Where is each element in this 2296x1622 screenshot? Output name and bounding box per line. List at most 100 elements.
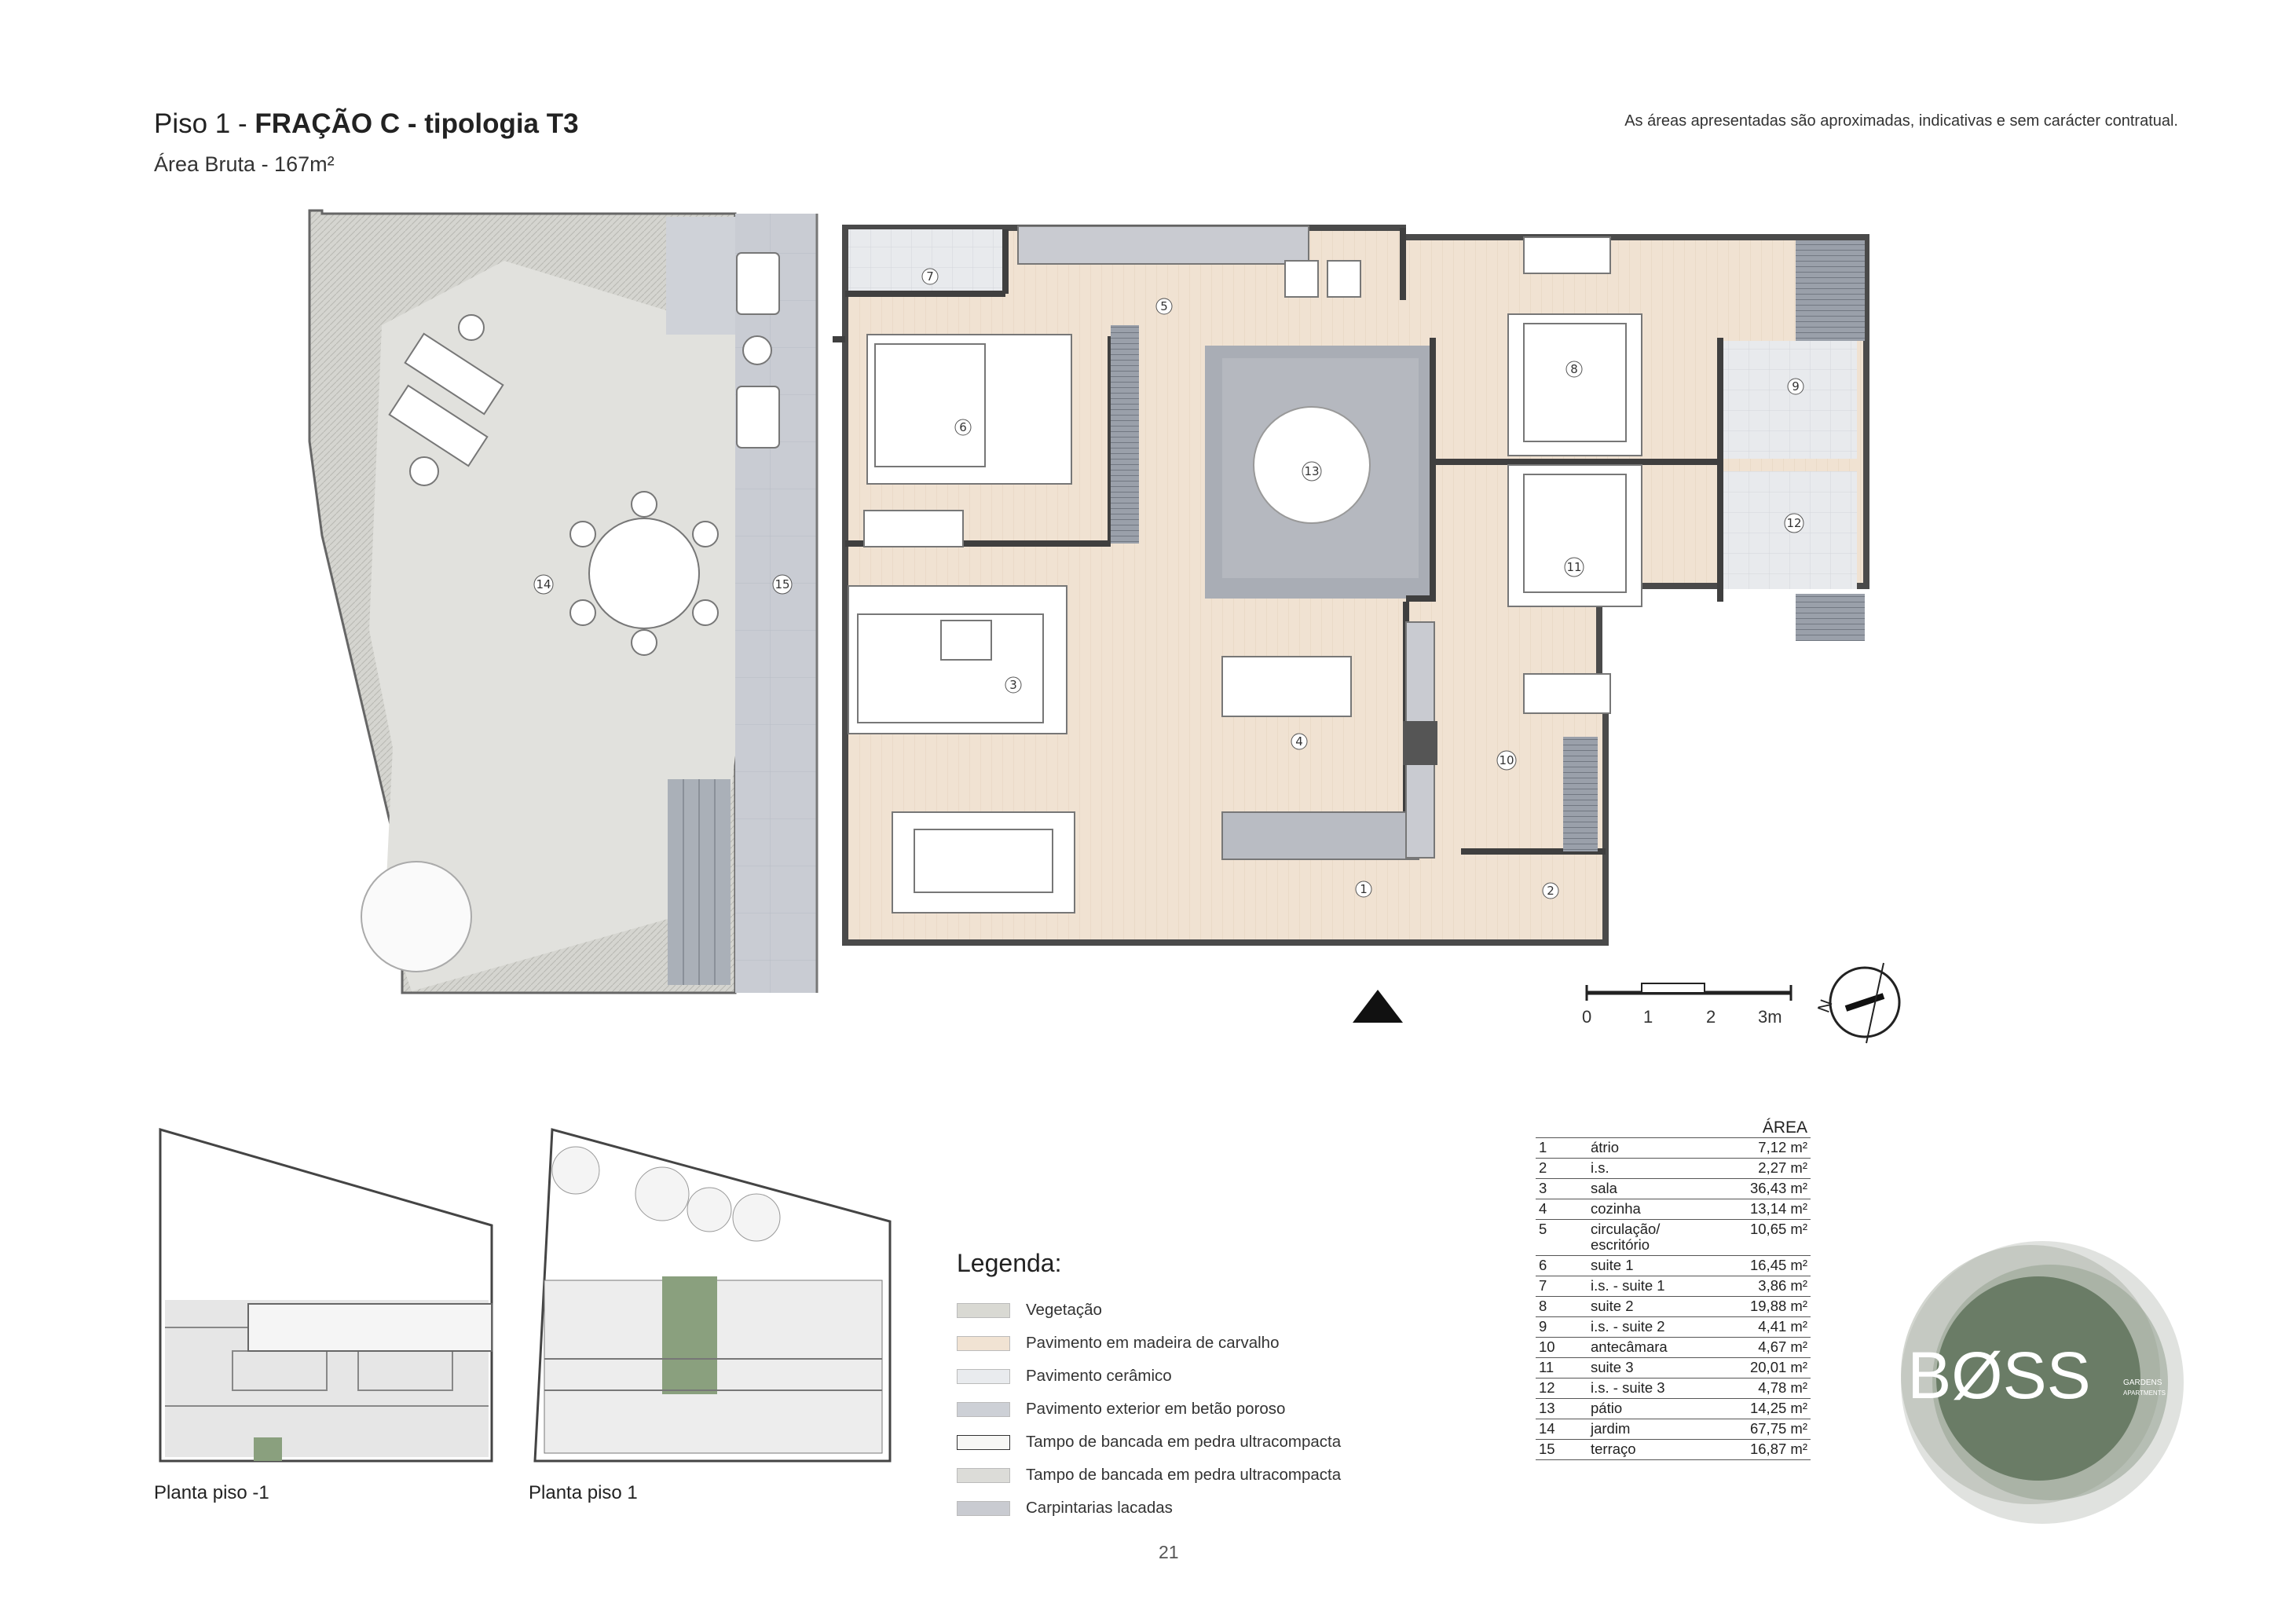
legend-label: Pavimento exterior em betão poroso bbox=[1026, 1400, 1286, 1418]
unit-highlight bbox=[662, 1276, 717, 1394]
room-number-4: 4 bbox=[1291, 733, 1308, 750]
legend-label: Pavimento em madeira de carvalho bbox=[1026, 1334, 1280, 1352]
svg-text:8: 8 bbox=[1570, 362, 1578, 376]
legend-item: Tampo de bancada em pedra ultracompacta bbox=[957, 1433, 1341, 1451]
scale-label-3m: 3m bbox=[1758, 1007, 1782, 1027]
svg-text:5: 5 bbox=[1160, 299, 1168, 313]
legend-item: Carpintarias lacadas bbox=[957, 1499, 1173, 1517]
room-number-13: 13 bbox=[1302, 461, 1322, 481]
legend-label: Tampo de bancada em pedra ultracompacta bbox=[1026, 1466, 1342, 1484]
round-dining-table-icon bbox=[588, 518, 700, 629]
scale-label-0: 0 bbox=[1582, 1007, 1591, 1027]
legend-swatch bbox=[957, 1335, 1010, 1351]
room-number-15: 15 bbox=[772, 574, 793, 595]
legend-swatch bbox=[957, 1434, 1010, 1450]
legend-swatch bbox=[957, 1302, 1010, 1318]
north-arrow-icon: N bbox=[1814, 962, 1901, 1044]
logo-tagline-2: APARTMENTS bbox=[2123, 1390, 2166, 1397]
bed-icon bbox=[874, 343, 986, 467]
legend-swatch bbox=[957, 1368, 1010, 1384]
scale-label-2: 2 bbox=[1706, 1007, 1716, 1027]
area-column-header: ÁREA bbox=[1536, 1119, 1811, 1138]
legend-label: Carpintarias lacadas bbox=[1026, 1499, 1173, 1517]
page-number: 21 bbox=[1159, 1542, 1179, 1562]
legend-item: Vegetação bbox=[957, 1301, 1102, 1319]
legend-label: Vegetação bbox=[1026, 1301, 1102, 1319]
svg-text:7: 7 bbox=[926, 269, 934, 284]
room-number-10: 10 bbox=[1496, 750, 1517, 771]
room-number-9: 9 bbox=[1787, 378, 1804, 395]
svg-text:13: 13 bbox=[1304, 464, 1319, 478]
logo-tagline-1: GARDENS bbox=[2123, 1379, 2162, 1387]
legend-label: Tampo de bancada em pedra ultracompacta bbox=[1026, 1433, 1342, 1451]
room-number-2: 2 bbox=[1542, 882, 1559, 899]
gross-area-subtitle: Área Bruta - 167m² bbox=[154, 152, 335, 176]
room-number-1: 1 bbox=[1355, 881, 1372, 898]
kitchen-island-icon bbox=[1221, 656, 1352, 717]
legend-swatch bbox=[957, 1401, 1010, 1417]
room-number-6: 6 bbox=[954, 419, 972, 436]
sunbed-icon bbox=[388, 384, 489, 467]
floor-plan: 1 2 3 4 5 6 7 8 9 10 11 12 13 14 15 0 1 … bbox=[308, 209, 1901, 1044]
room-number-5: 5 bbox=[1155, 298, 1173, 315]
entrance-arrow-icon bbox=[1353, 990, 1403, 1023]
scale-label-1: 1 bbox=[1643, 1007, 1653, 1027]
legend-item: Pavimento cerâmico bbox=[957, 1367, 1172, 1385]
scale-bar: 0 1 2 3m bbox=[1582, 983, 1792, 1027]
garden-area bbox=[308, 209, 818, 994]
svg-text:4: 4 bbox=[1295, 734, 1303, 749]
key-plan-basement bbox=[159, 1128, 493, 1463]
title-bold: FRAÇÃO C - tipologia T3 bbox=[255, 108, 579, 139]
room-number-12: 12 bbox=[1784, 513, 1804, 533]
legend-item: Pavimento em madeira de carvalho bbox=[957, 1334, 1280, 1352]
area-table-header: ÁREA bbox=[1536, 1119, 1811, 1138]
legend-swatch bbox=[957, 1467, 1010, 1483]
legend-item: Tampo de bancada em pedra ultracompacta bbox=[957, 1466, 1341, 1484]
room-number-8: 8 bbox=[1565, 361, 1583, 378]
bed-icon bbox=[1523, 323, 1627, 442]
sunbed-icon bbox=[404, 332, 504, 416]
disclaimer-text: As áreas apresentadas são aproximadas, i… bbox=[1624, 112, 2178, 130]
boss-logo: BØSS GARDENS APARTMENTS bbox=[1901, 1241, 2184, 1524]
key-plan-caption-basement: Planta piso -1 bbox=[154, 1482, 269, 1503]
svg-text:10: 10 bbox=[1499, 753, 1514, 767]
key-plan-first-floor bbox=[533, 1128, 892, 1463]
svg-text:3: 3 bbox=[1009, 678, 1017, 692]
legend-swatch bbox=[957, 1500, 1010, 1516]
furniture bbox=[848, 236, 1642, 914]
key-plan-caption-first-floor: Planta piso 1 bbox=[529, 1482, 638, 1503]
logo-wordmark: BØSS bbox=[1907, 1338, 2090, 1412]
room-number-7: 7 bbox=[921, 268, 939, 285]
svg-text:2: 2 bbox=[1547, 884, 1554, 898]
tree-icon bbox=[361, 861, 472, 972]
legend-label: Pavimento cerâmico bbox=[1026, 1367, 1172, 1385]
svg-text:6: 6 bbox=[959, 420, 967, 434]
lacquered-joinery bbox=[1017, 225, 1865, 860]
legend-title: Legenda: bbox=[957, 1249, 1062, 1277]
room-number-14: 14 bbox=[533, 574, 554, 595]
svg-text:1: 1 bbox=[1360, 882, 1368, 896]
page-title: Piso 1 - FRAÇÃO C - tipologia T3 bbox=[154, 108, 579, 140]
room-number-3: 3 bbox=[1005, 676, 1022, 694]
unit-highlight bbox=[254, 1437, 282, 1461]
title-prefix: Piso 1 - bbox=[154, 108, 255, 139]
room-number-11: 11 bbox=[1564, 557, 1584, 577]
svg-text:9: 9 bbox=[1792, 379, 1800, 394]
svg-text:12: 12 bbox=[1786, 516, 1801, 530]
svg-text:15: 15 bbox=[774, 577, 789, 591]
